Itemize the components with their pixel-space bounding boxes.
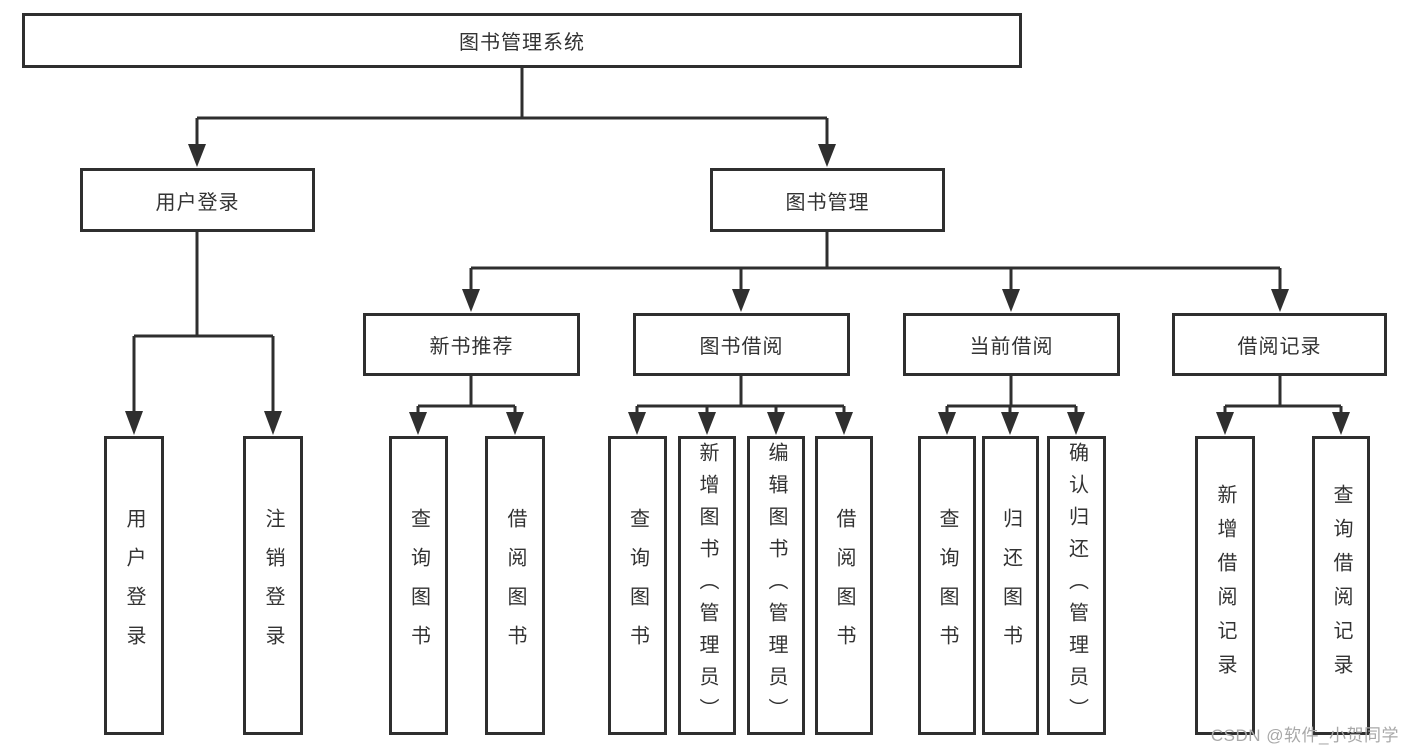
node-book-borrow: 图书借阅 bbox=[633, 313, 850, 376]
leaf-current-return-books-label: 归还图书 bbox=[999, 507, 1022, 664]
leaf-current-confirm-return-admin: 确认归还（管理员） bbox=[1047, 436, 1106, 735]
leaf-record-add-borrow-record: 新增借阅记录 bbox=[1195, 436, 1255, 735]
leaf-current-query-books: 查询图书 bbox=[918, 436, 976, 735]
node-current-borrow-label: 当前借阅 bbox=[969, 336, 1054, 358]
leaf-logout-login: 注销登录 bbox=[243, 436, 303, 735]
watermark: CSDN @软件_小贺同学 bbox=[1211, 721, 1399, 746]
leaf-current-return-books: 归还图书 bbox=[982, 436, 1039, 735]
node-current-borrow: 当前借阅 bbox=[903, 313, 1120, 376]
leaf-borrow-add-books-admin-label: 新增图书（管理员） bbox=[696, 441, 718, 730]
node-new-book-recommend-label: 新书推荐 bbox=[429, 336, 514, 358]
leaf-borrow-query-books-label: 查询图书 bbox=[626, 507, 649, 664]
node-user-login-label: 用户登录 bbox=[155, 191, 240, 214]
node-user-login: 用户登录 bbox=[80, 168, 315, 232]
node-book-management-label: 图书管理 bbox=[785, 191, 870, 214]
node-book-management: 图书管理 bbox=[710, 168, 945, 232]
leaf-current-confirm-return-admin-label: 确认归还（管理员） bbox=[1065, 441, 1088, 730]
node-root-system-label: 图书管理系统 bbox=[459, 32, 585, 54]
watermark-text: CSDN @软件_小贺同学 bbox=[1210, 726, 1399, 745]
leaf-record-query-borrow-record: 查询借阅记录 bbox=[1312, 436, 1370, 735]
leaf-user-login-label: 用户登录 bbox=[123, 507, 145, 664]
leaf-borrow-edit-books-admin-label: 编辑图书（管理员） bbox=[765, 441, 787, 730]
leaf-borrow-add-books-admin: 新增图书（管理员） bbox=[678, 436, 736, 735]
leaf-record-add-borrow-record-label: 新增借阅记录 bbox=[1214, 483, 1236, 688]
node-root-system: 图书管理系统 bbox=[22, 13, 1022, 68]
node-new-book-recommend: 新书推荐 bbox=[363, 313, 580, 376]
leaf-borrow-query-books: 查询图书 bbox=[608, 436, 667, 735]
node-borrow-record-label: 借阅记录 bbox=[1237, 336, 1322, 358]
node-book-borrow-label: 图书借阅 bbox=[699, 336, 784, 358]
leaf-borrow-borrow-books: 借阅图书 bbox=[815, 436, 873, 735]
leaf-logout-login-label: 注销登录 bbox=[262, 507, 284, 664]
leaf-borrow-edit-books-admin: 编辑图书（管理员） bbox=[747, 436, 805, 735]
leaf-newbook-borrow-books: 借阅图书 bbox=[485, 436, 545, 735]
leaf-newbook-borrow-books-label: 借阅图书 bbox=[504, 507, 526, 664]
leaf-borrow-borrow-books-label: 借阅图书 bbox=[833, 507, 855, 664]
leaf-newbook-query-books: 查询图书 bbox=[389, 436, 448, 735]
leaf-record-query-borrow-record-label: 查询借阅记录 bbox=[1330, 483, 1352, 688]
leaf-newbook-query-books-label: 查询图书 bbox=[407, 507, 430, 664]
node-borrow-record: 借阅记录 bbox=[1172, 313, 1387, 376]
leaf-current-query-books-label: 查询图书 bbox=[936, 507, 958, 664]
leaf-user-login: 用户登录 bbox=[104, 436, 164, 735]
